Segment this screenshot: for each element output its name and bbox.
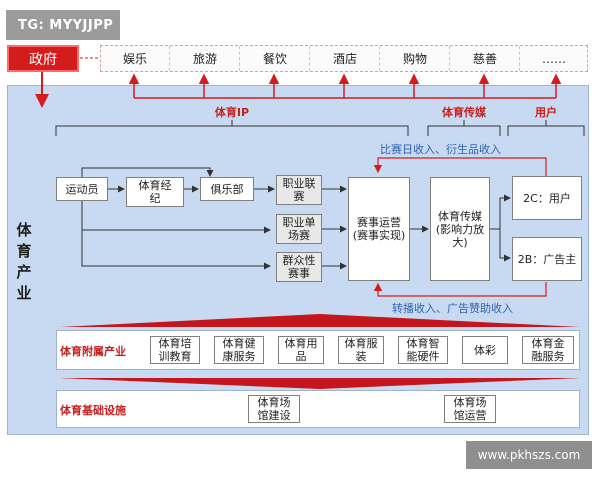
industry-charity: 慈善 (449, 46, 520, 71)
node-pro-league: 职业联 赛 (276, 175, 322, 205)
industry-shopping: 购物 (379, 46, 450, 71)
node-2b-advertisers: 2B：广告主 (512, 237, 582, 281)
ancillary-item-goods: 体育用 品 (278, 336, 324, 364)
ancillary-industries-label: 体育附属产业 (60, 345, 126, 358)
node-club: 俱乐部 (200, 177, 254, 201)
node-event-operations: 赛事运营 (赛事实现) (348, 177, 410, 281)
industry-dining: 餐饮 (239, 46, 310, 71)
related-industries-strip: 娱乐 旅游 餐饮 酒店 购物 慈善 …… (100, 45, 588, 72)
infrastructure-label: 体育基础设施 (60, 404, 126, 417)
header-users: 用户 (535, 106, 557, 119)
header-sports-ip: 体育IP (214, 106, 250, 119)
infrastructure-item-venue-operations: 体育场 馆运营 (444, 395, 496, 423)
node-mass-events: 群众性 赛事 (276, 252, 322, 282)
revenue-matchday-text: 比赛日收入、衍生品收入 (380, 143, 501, 156)
header-sports-media: 体育传媒 (442, 106, 486, 119)
revenue-broadcast-text: 转播收入、广告赞助收入 (392, 302, 513, 315)
node-athlete: 运动员 (56, 177, 108, 201)
node-2c-users: 2C：用户 (512, 176, 582, 220)
ancillary-item-training: 体育培 训教育 (150, 336, 200, 364)
node-sports-media: 体育传媒 (影响力放 大) (430, 177, 490, 281)
ancillary-item-smart-hardware: 体育智 能硬件 (398, 336, 448, 364)
industry-tourism: 旅游 (169, 46, 240, 71)
industry-hotel: 酒店 (309, 46, 380, 71)
government-box: 政府 (7, 45, 79, 72)
node-pro-single-match: 职业单 场赛 (276, 214, 322, 244)
watermark-url: www.pkhszs.com (466, 441, 592, 469)
industry-more: …… (519, 46, 588, 71)
node-sports-agent: 体育经 纪 (126, 177, 184, 207)
ancillary-item-finance: 体育金 融服务 (522, 336, 574, 364)
industry-entertainment: 娱乐 (122, 52, 147, 66)
ancillary-item-apparel: 体育服 装 (338, 336, 384, 364)
ancillary-item-lottery: 体彩 (462, 336, 508, 364)
tag-label: TG: MYYJJPP (6, 10, 120, 40)
ancillary-item-health: 体育健 康服务 (214, 336, 264, 364)
infrastructure-item-venue-construction: 体育场 馆建设 (248, 395, 300, 423)
sports-industry-label: 体育产业 (16, 221, 32, 302)
infrastructure-band (56, 390, 580, 428)
